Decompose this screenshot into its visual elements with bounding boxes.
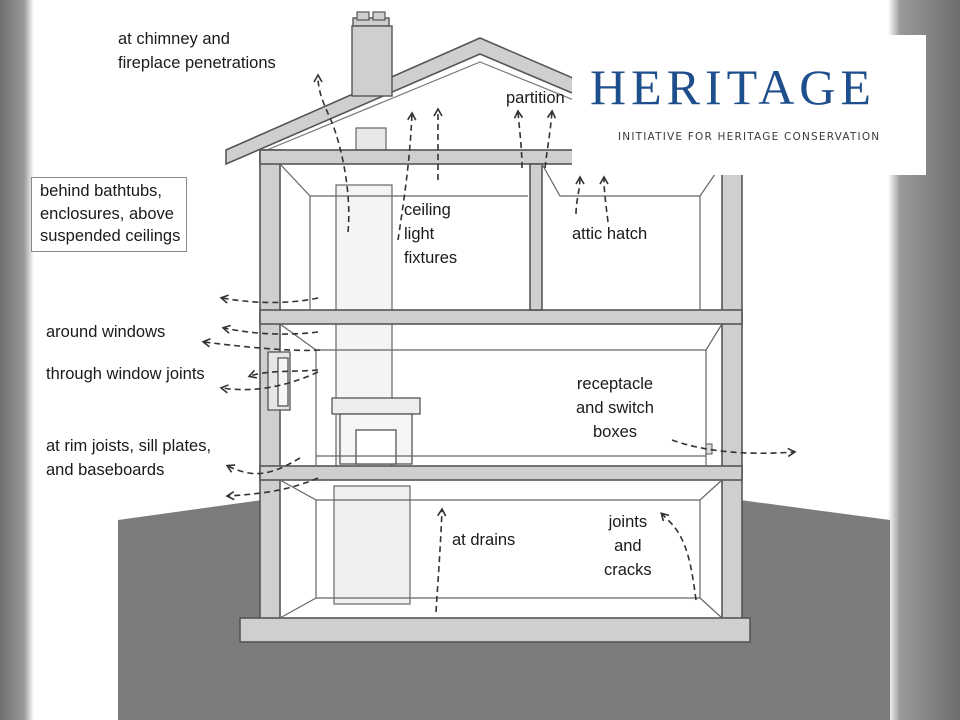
label-receptacle-switch-boxes: receptacle and switch boxes [576,372,654,444]
label-line: at rim joists, sill plates, [46,437,212,455]
label-partitions: partition [506,86,565,110]
label-line: enclosures, above [40,204,174,223]
heritage-logo: HERITAGE INITIATIVE FOR HERITAGE CONSERV… [572,35,926,175]
label-line: joints [608,513,648,531]
room-perspective-lines [279,163,723,619]
label-line: suspended ceilings [40,227,181,245]
label-line: and [614,537,642,555]
window [267,351,291,411]
label-attic-hatch: attic hatch [572,222,647,246]
label-line: at drains [452,531,516,549]
chimney [331,11,421,605]
label-around-windows: around windows [46,320,165,344]
label-line: attic hatch [572,225,648,243]
label-joints-and-cracks: joints and cracks [604,510,652,582]
label-line: and baseboards [46,461,165,479]
label-rim-joists: at rim joists, sill plates, and baseboar… [46,434,211,482]
label-line: behind bathtubs, [40,182,163,200]
ground [118,500,890,720]
label-window-joints: through window joints [46,362,205,386]
air-leak-arrows [201,73,797,613]
label-line: at chimney and [118,30,230,48]
label-line: and switch [576,399,654,417]
label-line: fireplace penetrations [118,54,276,72]
label-chimney: at chimney and fireplace penetrations [118,27,276,75]
label-ceiling-light-fixtures: ceiling light fixtures [404,198,457,270]
label-line: ceiling [404,201,451,219]
ground-under-house [240,640,750,720]
label-at-drains: at drains [452,528,515,552]
label-line: cracks [604,561,652,579]
label-line: light [404,225,435,243]
label-line: through window joints [46,365,205,383]
label-line: partition [506,89,565,107]
label-line: receptacle [576,375,654,393]
label-line: fixtures [404,249,458,267]
logo-wordmark: HERITAGE [590,59,876,115]
label-behind-bathtubs: behind bathtubs, enclosures, above suspe… [31,177,188,252]
logo-subtitle: INITIATIVE FOR HERITAGE CONSERVATION [618,131,881,143]
label-line: around windows [46,323,166,341]
label-line: boxes [592,423,637,441]
